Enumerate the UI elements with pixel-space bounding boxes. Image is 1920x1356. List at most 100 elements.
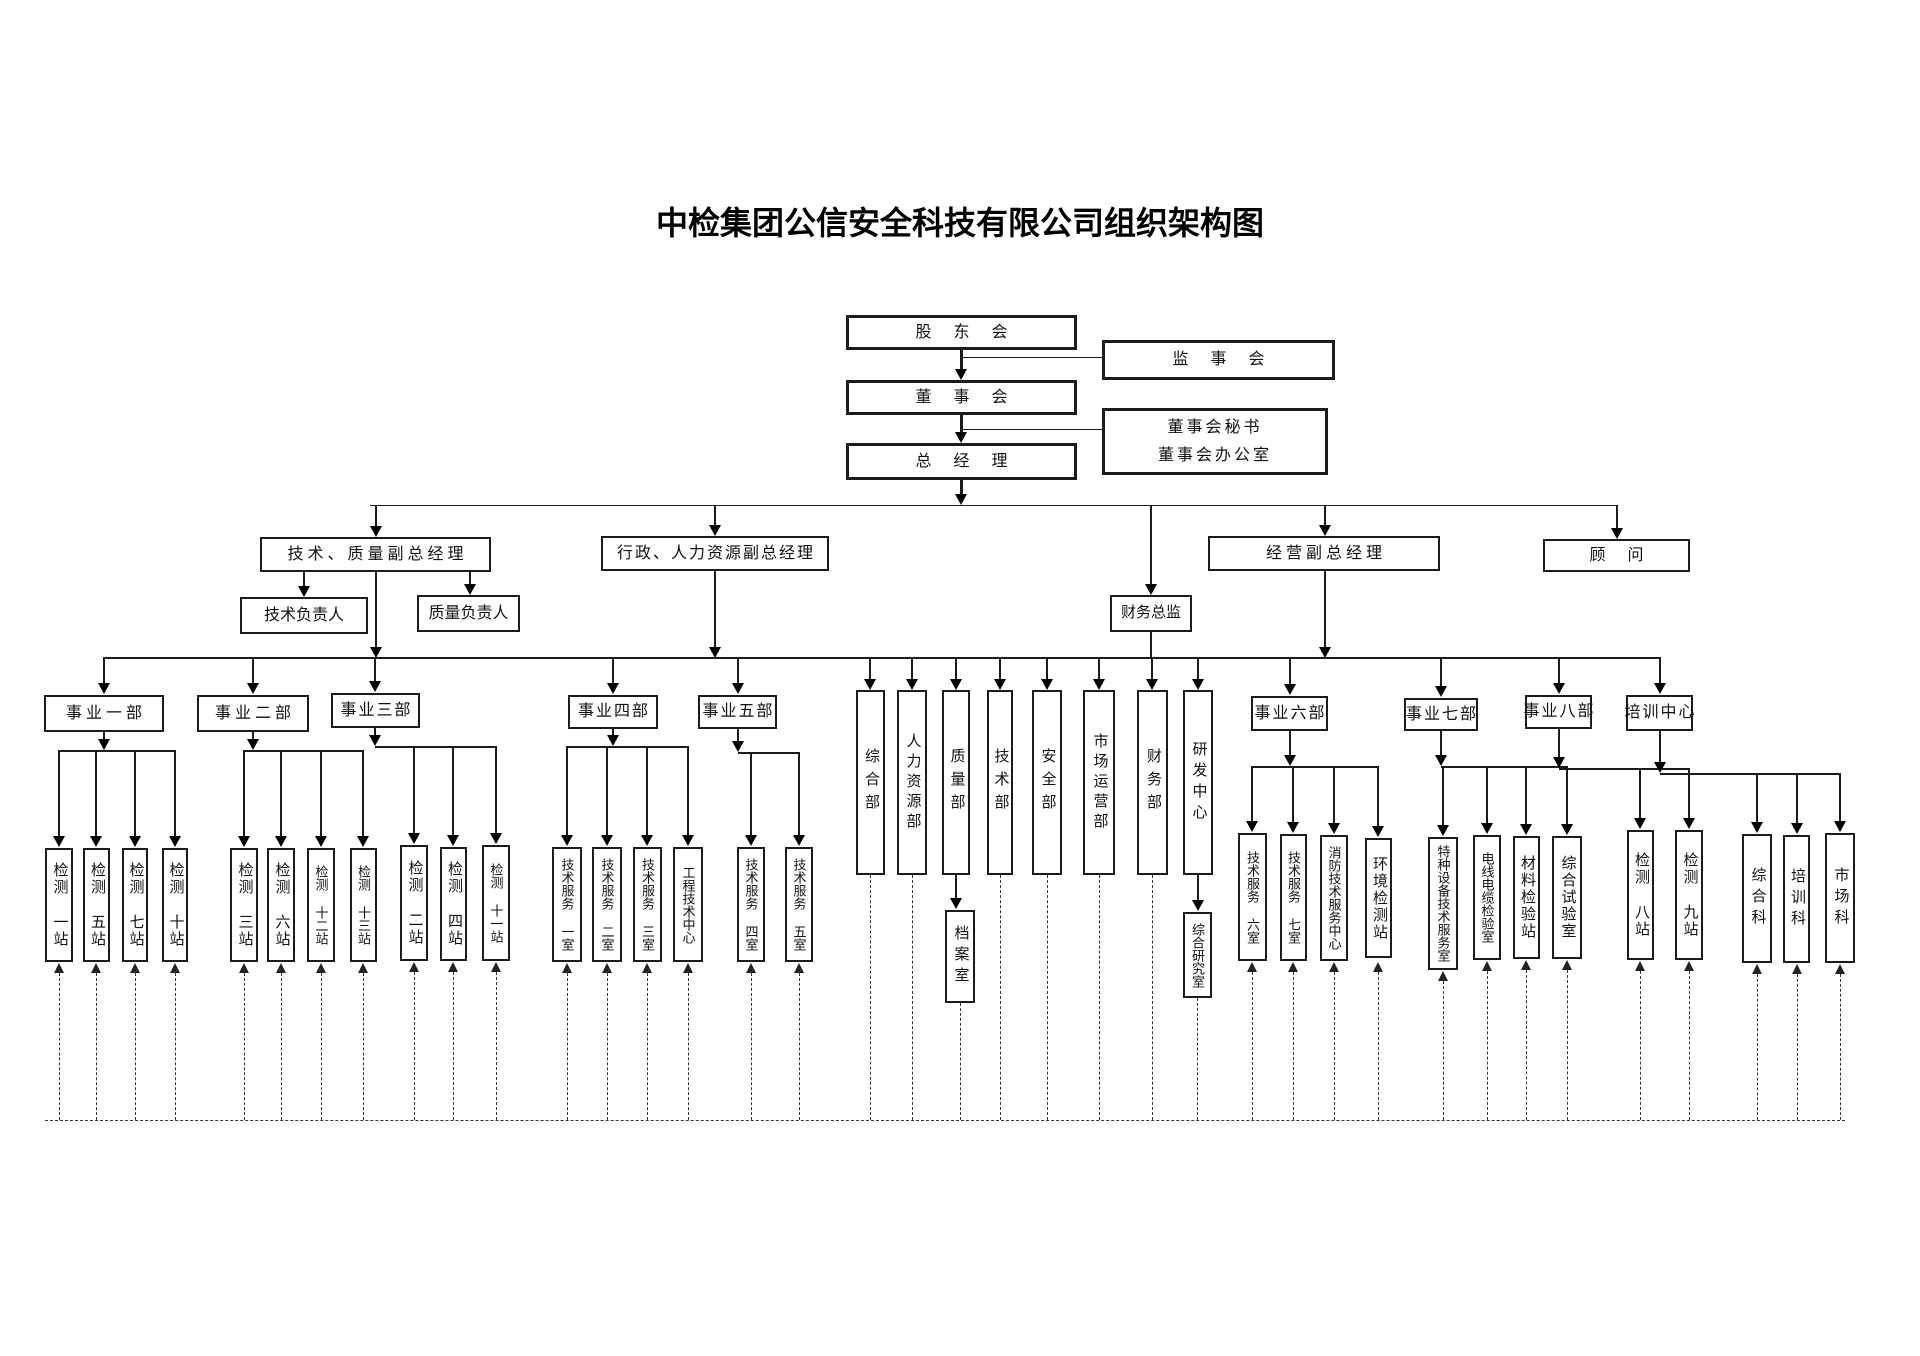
connector-line bbox=[59, 750, 176, 752]
arrow-up bbox=[1792, 964, 1802, 974]
arrow-down bbox=[369, 681, 381, 692]
connector-line bbox=[798, 752, 800, 838]
board-office-label: 董事会办公室 bbox=[1157, 446, 1272, 464]
node-station-9: 检测 九站 bbox=[1675, 830, 1703, 960]
arrow-down bbox=[1372, 826, 1384, 837]
connector-line bbox=[252, 657, 254, 690]
arrow-down bbox=[1654, 762, 1666, 773]
arrow-up bbox=[642, 963, 652, 973]
dashed-connector-line bbox=[688, 973, 689, 1120]
page-title: 中检集团公信安全科技有限公司组织架构图 bbox=[655, 205, 1265, 241]
connector-line bbox=[687, 746, 689, 838]
arrow-down bbox=[1634, 818, 1646, 829]
arrow-down bbox=[370, 647, 382, 658]
node-general-manager: 总 经 理 bbox=[846, 443, 1077, 480]
arrow-up bbox=[562, 963, 572, 973]
connector-line bbox=[1289, 657, 1291, 691]
node-division-1: 事业一部 bbox=[44, 695, 164, 732]
node-quality-dept: 质量部 bbox=[942, 690, 970, 875]
dashed-connector-line bbox=[496, 972, 497, 1120]
dashed-connector-line bbox=[1152, 875, 1153, 1120]
node-consultant: 顾 问 bbox=[1543, 539, 1690, 572]
node-tech-service-4: 技术服务 四室 bbox=[737, 847, 765, 962]
node-tech-service-5: 技术服务 五室 bbox=[785, 847, 813, 962]
arrow-up bbox=[1684, 961, 1694, 971]
dashed-connector-line bbox=[1000, 875, 1001, 1120]
dashed-connector-line bbox=[960, 1003, 961, 1120]
board-secretary-label: 董事会秘书 bbox=[1167, 419, 1263, 437]
dashed-connector-line bbox=[1047, 875, 1048, 1120]
node-station-12: 检测 十二站 bbox=[307, 848, 335, 962]
arrow-up bbox=[1373, 962, 1383, 972]
node-vgm-tech-quality: 技术、质量副总经理 bbox=[260, 537, 491, 572]
node-division-8: 事业八部 bbox=[1524, 695, 1594, 729]
node-station-10: 检测 十站 bbox=[162, 848, 188, 962]
node-hr-dept: 人力资源部 bbox=[897, 690, 927, 875]
connector-line bbox=[1796, 773, 1798, 826]
arrow-down bbox=[1284, 755, 1296, 766]
connector-line bbox=[413, 746, 415, 836]
arrow-down bbox=[1284, 684, 1296, 695]
node-station-7: 检测 七站 bbox=[122, 848, 148, 962]
connector-line bbox=[1756, 773, 1758, 825]
node-tech-service-1: 技术服务 一室 bbox=[552, 847, 582, 962]
arrow-down bbox=[732, 683, 744, 694]
connector-line bbox=[320, 750, 322, 839]
connector-line bbox=[1333, 766, 1335, 826]
connector-line bbox=[612, 657, 614, 690]
arrow-up bbox=[448, 962, 458, 972]
arrow-down bbox=[53, 836, 65, 847]
arrow-down bbox=[641, 835, 653, 846]
dashed-connector-line bbox=[175, 973, 176, 1120]
arrow-down bbox=[1146, 679, 1158, 690]
node-general-dept: 综合部 bbox=[856, 690, 885, 875]
connector-line bbox=[469, 570, 471, 591]
dashed-connector-line bbox=[1526, 970, 1527, 1120]
connector-line bbox=[737, 729, 739, 748]
node-division-7: 事业七部 bbox=[1404, 698, 1478, 731]
node-supervisory-board: 监 事 会 bbox=[1102, 340, 1335, 380]
connector-line bbox=[1046, 657, 1048, 686]
connector-line bbox=[303, 572, 305, 593]
connector-line bbox=[280, 750, 282, 839]
connector-line bbox=[243, 750, 245, 839]
arrow-down bbox=[793, 835, 805, 846]
node-division-3: 事业三部 bbox=[331, 693, 420, 728]
arrow-up bbox=[1482, 961, 1492, 971]
dashed-connector-line bbox=[414, 972, 415, 1120]
arrow-down bbox=[357, 836, 369, 847]
node-station-11: 检测 十一站 bbox=[482, 845, 510, 961]
connector-line bbox=[95, 750, 97, 839]
node-comprehensive-lab: 综合试验室 bbox=[1552, 836, 1582, 959]
connector-line bbox=[1660, 773, 1841, 775]
arrow-down bbox=[607, 683, 619, 694]
arrow-up bbox=[239, 963, 249, 973]
arrow-down bbox=[1435, 686, 1447, 697]
arrow-down bbox=[955, 369, 967, 380]
node-fire-tech-center: 消防技术服务中心 bbox=[1320, 835, 1348, 961]
node-station-8: 检测 八站 bbox=[1627, 830, 1654, 960]
arrow-down bbox=[1791, 823, 1803, 834]
node-station-13: 检测 十三站 bbox=[350, 848, 377, 962]
connector-line bbox=[1839, 773, 1841, 824]
node-station-2: 检测 二站 bbox=[400, 845, 428, 961]
dashed-connector-line bbox=[59, 973, 60, 1120]
arrow-down bbox=[1834, 821, 1846, 832]
node-vgm-operations: 经营副总经理 bbox=[1208, 536, 1440, 571]
arrow-down bbox=[709, 525, 721, 536]
arrow-down bbox=[238, 836, 250, 847]
node-division-2: 事业二部 bbox=[197, 695, 309, 732]
arrow-down bbox=[955, 432, 967, 443]
connector-line bbox=[1659, 731, 1661, 769]
arrow-down bbox=[490, 833, 502, 844]
connector-line bbox=[955, 875, 957, 902]
node-station-5: 检测 五站 bbox=[83, 848, 110, 962]
connector-line bbox=[1377, 766, 1379, 829]
connector-line bbox=[1558, 657, 1560, 690]
connector-line bbox=[1440, 731, 1442, 762]
arrow-up bbox=[602, 963, 612, 973]
arrow-down bbox=[1041, 679, 1053, 690]
node-material-station: 材料检验站 bbox=[1513, 836, 1540, 959]
connector-line bbox=[738, 752, 800, 754]
arrow-down bbox=[1192, 679, 1204, 690]
